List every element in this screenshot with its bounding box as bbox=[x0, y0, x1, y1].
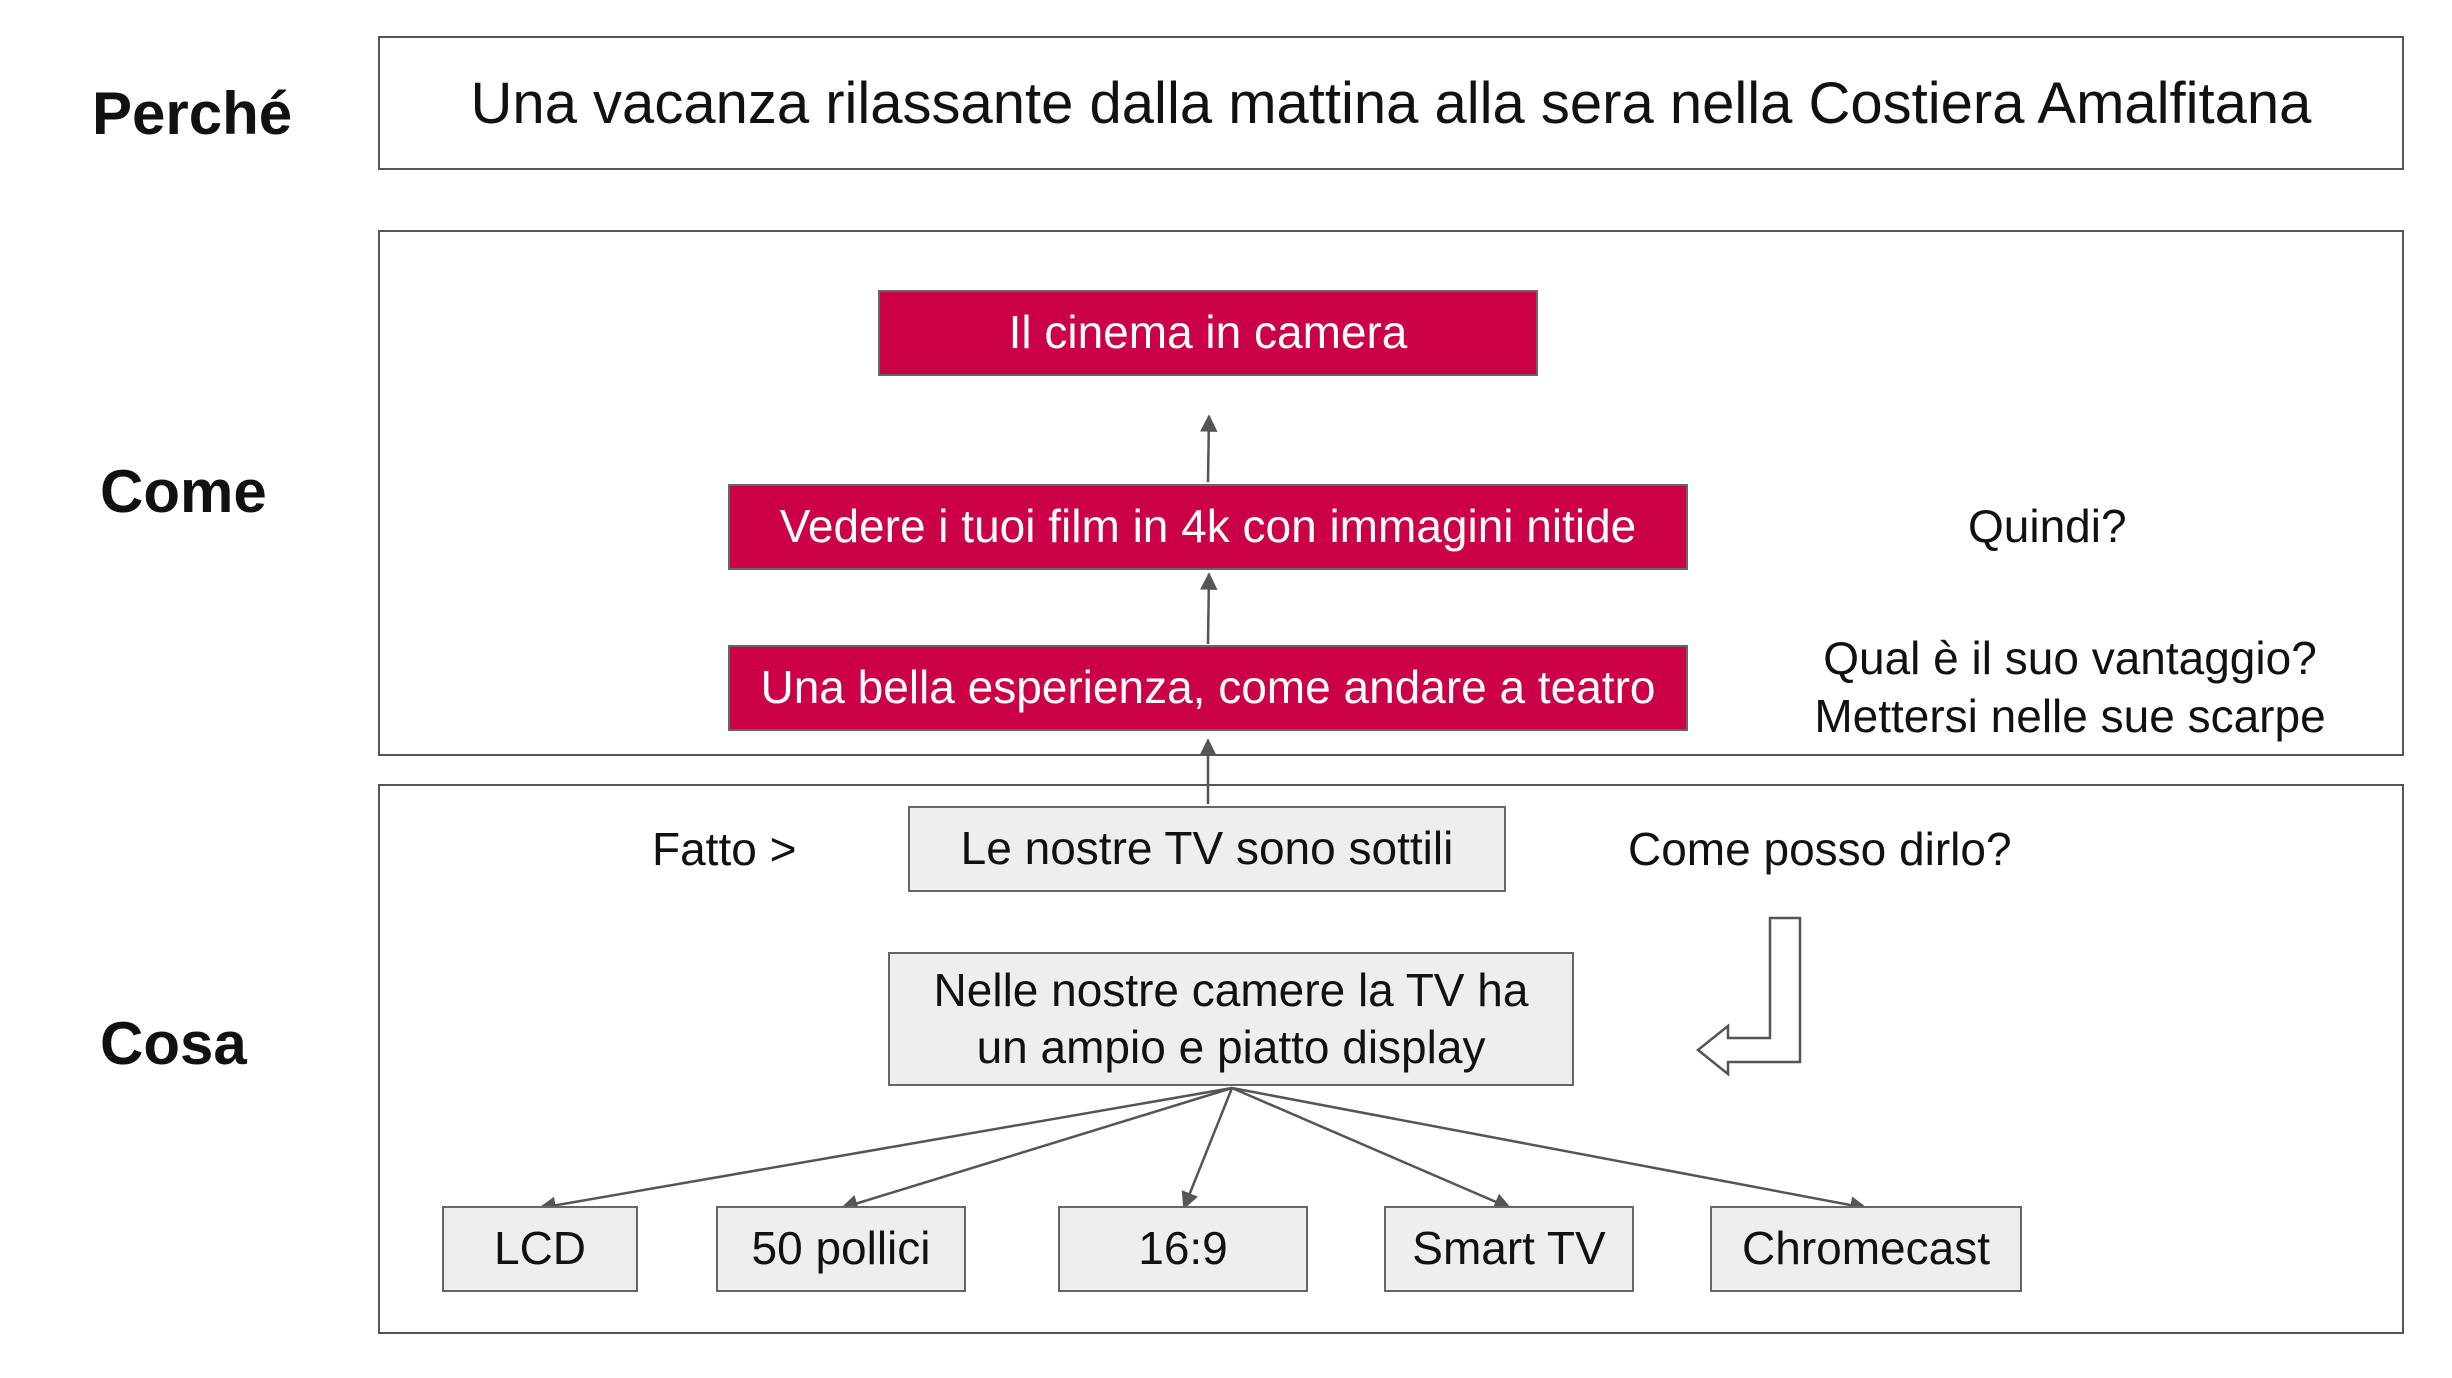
row-label-come: Come bbox=[100, 458, 267, 525]
feature-text-16-9: 16:9 bbox=[1138, 1222, 1228, 1275]
row-label-cosa: Cosa bbox=[100, 1010, 247, 1077]
come-level2-text: Vedere i tuoi film in 4k con immagini ni… bbox=[779, 500, 1637, 553]
perche-text: Una vacanza rilassante dalla mattina all… bbox=[470, 70, 2312, 136]
note-vantaggio-line1: Qual è il suo vantaggio? bbox=[1823, 632, 2317, 684]
note-vantaggio: Qual è il suo vantaggio? Mettersi nelle … bbox=[1800, 630, 2340, 745]
row-label-perche: Perché bbox=[92, 80, 293, 147]
feature-box-chromecast: Chromecast bbox=[1710, 1206, 2022, 1292]
detail-line2: un ampio e piatto display bbox=[976, 1021, 1486, 1073]
note-quindi: Quindi? bbox=[1968, 500, 2127, 552]
come-level3-box: Il cinema in camera bbox=[878, 290, 1538, 376]
feature-text-50-pollici: 50 pollici bbox=[751, 1222, 931, 1275]
fatto-text: Le nostre TV sono sottili bbox=[960, 822, 1454, 875]
fatto-box: Le nostre TV sono sottili bbox=[908, 806, 1506, 892]
feature-box-lcd: LCD bbox=[442, 1206, 638, 1292]
feature-text-lcd: LCD bbox=[493, 1222, 587, 1275]
perche-box: Una vacanza rilassante dalla mattina all… bbox=[378, 36, 2404, 170]
feature-box-50-pollici: 50 pollici bbox=[716, 1206, 966, 1292]
feature-box-smart-tv: Smart TV bbox=[1384, 1206, 1634, 1292]
feature-text-chromecast: Chromecast bbox=[1742, 1222, 1990, 1275]
come-level1-text: Una bella esperienza, come andare a teat… bbox=[760, 661, 1656, 714]
detail-box: Nelle nostre camere la TV ha un ampio e … bbox=[888, 952, 1574, 1086]
note-vantaggio-line2: Mettersi nelle sue scarpe bbox=[1814, 689, 2326, 742]
feature-text-smart-tv: Smart TV bbox=[1412, 1222, 1606, 1275]
feature-box-16-9: 16:9 bbox=[1058, 1206, 1308, 1292]
come-level3-text: Il cinema in camera bbox=[1008, 306, 1408, 359]
come-level1-box: Una bella esperienza, come andare a teat… bbox=[728, 645, 1688, 731]
detail-line1: Nelle nostre camere la TV ha bbox=[933, 963, 1529, 1016]
come-level2-box: Vedere i tuoi film in 4k con immagini ni… bbox=[728, 484, 1688, 570]
fatto-label: Fatto > bbox=[652, 823, 797, 875]
question-text: Come posso dirlo? bbox=[1628, 823, 2012, 875]
